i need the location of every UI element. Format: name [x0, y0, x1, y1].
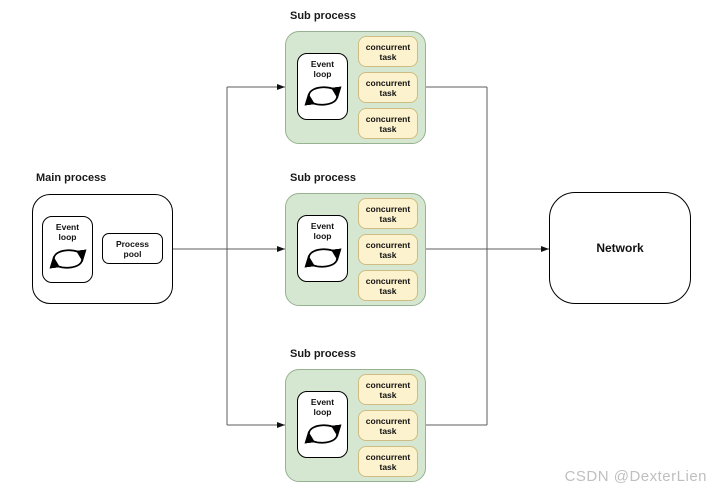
event-loop-cycle-icon [304, 248, 341, 268]
sub-process-1-box: Event loop concurrent task concurrent ta… [285, 31, 426, 144]
task-label: concurrent task [365, 415, 411, 436]
event-loop-cycle-icon [304, 86, 341, 106]
sub-process-1-label: Sub process [290, 10, 357, 22]
sub3-event-loop-box: Event loop [297, 391, 348, 458]
event-loop-label: Event loop [55, 222, 80, 242]
sub1-event-loop-box: Event loop [297, 53, 348, 120]
task-label: concurrent task [365, 451, 411, 472]
sub3-concurrent-task-2: concurrent task [358, 410, 418, 441]
sub3-concurrent-task-3: concurrent task [358, 446, 418, 477]
sub2-event-loop-box: Event loop [297, 215, 348, 282]
sub1-concurrent-task-2: concurrent task [358, 72, 418, 103]
sub-process-3-box: Event loop concurrent task concurrent ta… [285, 369, 426, 482]
task-label: concurrent task [365, 275, 411, 296]
main-process-label: Main process [36, 172, 107, 184]
sub2-concurrent-task-1: concurrent task [358, 198, 418, 229]
sub-process-3-label: Sub process [290, 348, 357, 360]
network-label: Network [596, 241, 644, 255]
network-box: Network [549, 192, 691, 304]
task-label: concurrent task [365, 239, 411, 260]
watermark: CSDN @DexterLien [564, 468, 707, 485]
event-loop-cycle-icon [49, 249, 86, 269]
sub2-concurrent-task-2: concurrent task [358, 234, 418, 265]
sub1-concurrent-task-3: concurrent task [358, 108, 418, 139]
task-label: concurrent task [365, 379, 411, 400]
sub3-concurrent-task-1: concurrent task [358, 374, 418, 405]
event-loop-label: Event loop [310, 397, 335, 417]
sub1-concurrent-task-1: concurrent task [358, 36, 418, 67]
main-event-loop-box: Event loop [42, 216, 93, 283]
sub-process-2-label: Sub process [290, 172, 357, 184]
event-loop-label: Event loop [310, 59, 335, 79]
event-loop-label: Event loop [310, 221, 335, 241]
task-label: concurrent task [365, 203, 411, 224]
sub2-concurrent-task-3: concurrent task [358, 270, 418, 301]
task-label: concurrent task [365, 77, 411, 98]
process-pool-box: Process pool [102, 233, 163, 264]
task-label: concurrent task [365, 41, 411, 62]
task-label: concurrent task [365, 113, 411, 134]
sub-process-2-box: Event loop concurrent task concurrent ta… [285, 193, 426, 306]
event-loop-cycle-icon [304, 424, 341, 444]
process-pool-label: Process pool [115, 238, 150, 259]
